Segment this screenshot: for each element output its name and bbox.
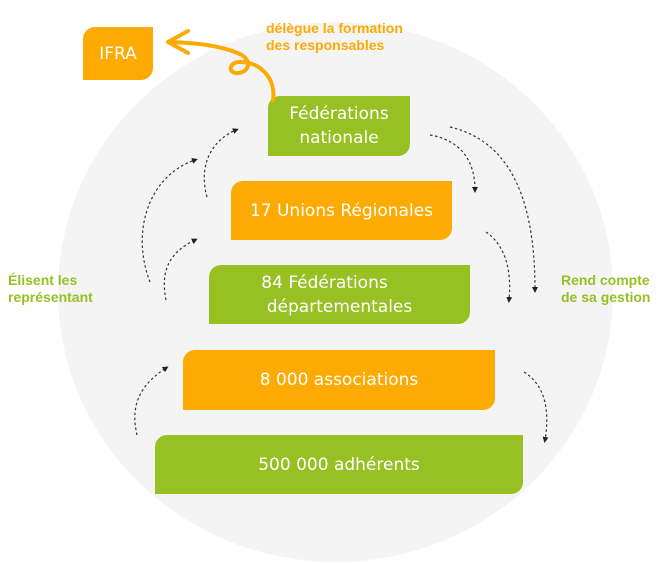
level-label-line2: départementales [266, 296, 413, 317]
report-arrow-outer [449, 126, 538, 293]
level-departmental-federations: 84 Fédérations départementales [209, 265, 470, 324]
ifra-box: IFRA [83, 27, 153, 80]
level-label-line1: 84 Fédérations [261, 272, 388, 293]
level-label: 8 000 associations [259, 370, 419, 390]
level-national-federation: Fédérations nationale [268, 96, 410, 156]
report-arrow-bottom [523, 371, 549, 443]
level-label: 17 Unions Régionales [249, 200, 434, 221]
elect-arrow-bottom [134, 366, 169, 436]
report-arrow-mid [485, 231, 513, 303]
ifra-label: IFRA [99, 43, 137, 64]
report-arrow-inner [429, 134, 478, 193]
level-label-line2: nationale [299, 128, 379, 148]
level-regional-unions: 17 Unions Régionales [231, 181, 452, 240]
level-members: 500 000 adhérents [155, 435, 523, 494]
report-label: Rend compte de sa gestion [561, 272, 651, 305]
delegation-arrow [168, 40, 276, 102]
elect-label: Élisent les représentant [8, 272, 93, 305]
elect-arrow-mid [163, 238, 198, 301]
level-label: 500 000 adhérents [258, 454, 420, 475]
delegation-arrowhead-icon [166, 29, 190, 55]
level-associations: 8 000 associations [183, 350, 495, 410]
level-label-line1: Fédérations [289, 104, 389, 124]
elect-arrow-inner [203, 128, 239, 198]
delegation-label: délègue la formation des responsables [266, 20, 403, 53]
elect-arrow-outer [141, 158, 198, 283]
